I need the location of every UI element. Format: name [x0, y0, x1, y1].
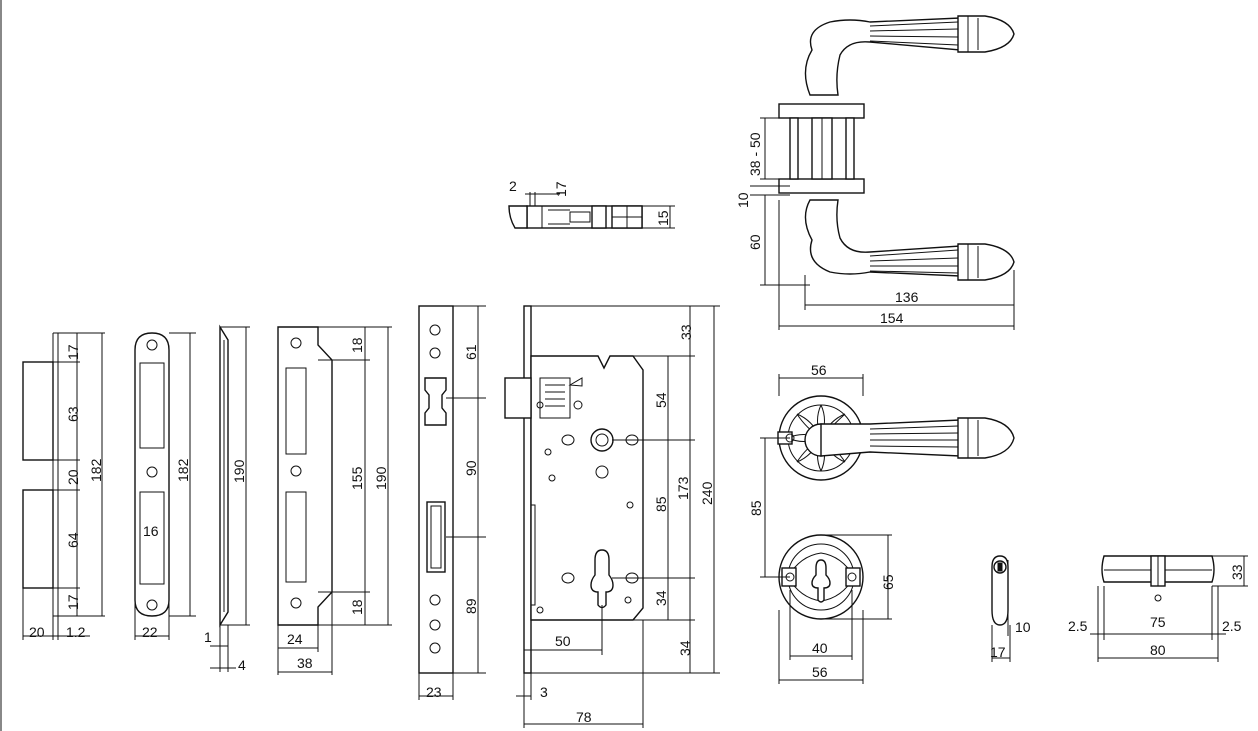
forend-side-view	[210, 324, 250, 672]
dim-strike-24: 24	[287, 631, 303, 647]
dim-plate-17-bottom: 17	[65, 594, 81, 610]
forend-faceplate	[134, 332, 196, 640]
dim-handle-154: 154	[880, 310, 904, 326]
dim-strike-155: 155	[349, 466, 365, 490]
dim-handle-10: 10	[735, 192, 751, 208]
dim-cyl-2-5-right: 2.5	[1222, 618, 1242, 634]
dim-lock-54: 54	[653, 392, 669, 408]
escutcheon-rose	[760, 437, 892, 684]
dim-side-190: 190	[231, 459, 247, 483]
dim-lock-85: 85	[653, 496, 669, 512]
dim-rose-65: 65	[880, 574, 896, 590]
dim-cyl-10: 10	[1015, 619, 1031, 635]
dim-plate-63: 63	[65, 406, 81, 422]
dim-lock-240: 240	[699, 481, 715, 505]
dim-lock-173: 173	[675, 476, 691, 500]
dim-side-1: 1	[204, 629, 212, 645]
dim-cyl-17: 17	[990, 644, 1006, 660]
dim-plate-17-top: 17	[65, 344, 81, 360]
dim-strike-18-bottom: 18	[349, 599, 365, 615]
mortise-lock-body	[504, 305, 720, 728]
dim-side-4: 4	[238, 657, 246, 673]
handle-rose-front	[777, 374, 1015, 481]
dim-bolt-17: 17	[553, 181, 569, 197]
dim-handle-136: 136	[895, 289, 919, 305]
dim-rose-56-top: 56	[811, 362, 827, 378]
lever-handle-set	[750, 15, 1015, 330]
dim-cyl-2-5-left: 2.5	[1068, 618, 1088, 634]
strike-plate	[277, 326, 392, 675]
dim-strike-38: 38	[297, 655, 313, 671]
dim-lock-34-a: 34	[653, 590, 669, 606]
dim-front-90: 90	[463, 460, 479, 476]
euro-cylinder	[1090, 555, 1248, 662]
dim-face-22: 22	[142, 624, 158, 640]
dim-plate-182: 182	[88, 458, 104, 482]
dim-lock-33: 33	[678, 324, 694, 340]
dim-face-182: 182	[175, 458, 191, 482]
dim-front-61: 61	[463, 344, 479, 360]
dim-strike-190: 190	[373, 466, 389, 490]
dim-lock-78: 78	[576, 709, 592, 725]
dim-front-23: 23	[426, 684, 442, 700]
dim-handle-38-50: 38 - 50	[747, 132, 763, 176]
dim-cyl-33: 33	[1229, 564, 1245, 580]
dim-lock-3: 3	[540, 684, 548, 700]
dim-handle-60: 60	[747, 234, 763, 250]
latch-bolt-detail	[508, 192, 675, 229]
dim-rose-85: 85	[748, 500, 764, 516]
dim-plate-64: 64	[65, 532, 81, 548]
dim-front-89: 89	[463, 598, 479, 614]
dim-bolt-15: 15	[655, 210, 671, 226]
dim-lock-50: 50	[555, 633, 571, 649]
dim-strike-18-top: 18	[349, 337, 365, 353]
dim-rose-40: 40	[812, 640, 828, 656]
dim-plate-w1-2: 1.2	[66, 624, 86, 640]
dim-lock-34-b: 34	[677, 640, 693, 656]
lock-front-face	[418, 305, 486, 700]
forend-plate-profile	[22, 332, 105, 640]
dim-plate-w20: 20	[29, 624, 45, 640]
dim-cyl-75: 75	[1150, 614, 1166, 630]
dim-cyl-80: 80	[1150, 642, 1166, 658]
cylinder-profile-end	[991, 555, 1011, 662]
dim-plate-20: 20	[65, 469, 81, 485]
dim-bolt-2: 2	[509, 178, 517, 194]
dim-rose-56-bottom: 56	[812, 664, 828, 680]
dim-face-16: 16	[143, 523, 159, 539]
